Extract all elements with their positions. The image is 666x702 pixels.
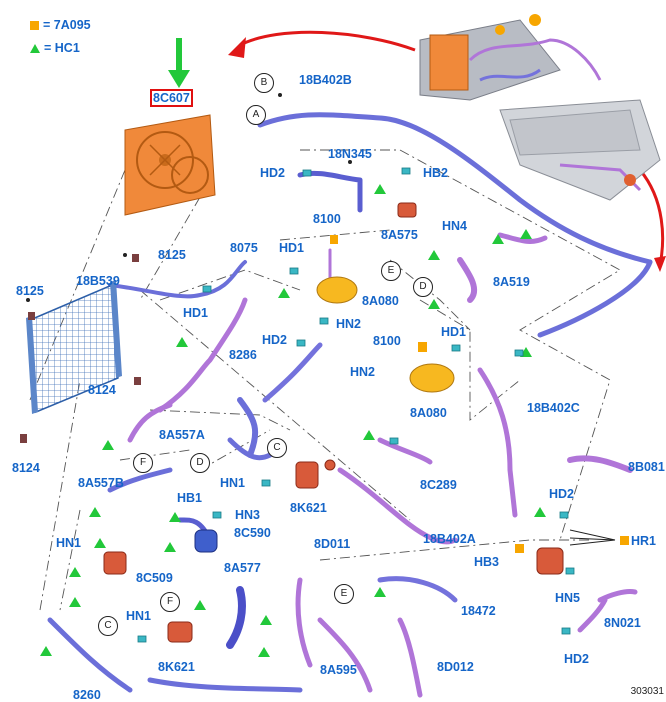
red-arrowhead-right [654, 256, 666, 272]
part-label: 8K621 [290, 501, 327, 515]
part-label: HB2 [423, 166, 449, 180]
part-label: HB1 [177, 491, 203, 505]
page-number: 303031 [630, 686, 664, 697]
part-label: HD1 [441, 325, 467, 339]
legend-hc1: = HC1 [30, 41, 80, 55]
part-label: 8A557B [78, 476, 124, 490]
callout-circle: D [190, 453, 210, 473]
part-label: 8075 [230, 241, 258, 255]
part-label: 8A577 [224, 561, 261, 575]
radiator-18B539 [20, 254, 141, 443]
coolant-reservoir-8A080-lower [409, 342, 455, 393]
callout-circle: F [160, 592, 180, 612]
part-label: 8A575 [381, 228, 418, 242]
coolant-tubes [47, 112, 653, 698]
part-label: HN1 [126, 609, 152, 623]
green-triangle-icon [30, 43, 40, 53]
part-label: HR1 [631, 534, 657, 548]
part-label: HD2 [260, 166, 286, 180]
callout-circle: A [246, 105, 266, 125]
part-label: 8A595 [320, 663, 357, 677]
part-label: 8N021 [604, 616, 641, 630]
callout-circle: E [334, 584, 354, 604]
leader-dots [26, 93, 352, 302]
part-label: 18B402C [527, 401, 580, 415]
orange-square-icon [30, 20, 39, 30]
part-label: 18472 [461, 604, 496, 618]
red-arrowhead-left [228, 37, 246, 58]
part-label: HN2 [336, 317, 362, 331]
legend-square-label: = 7A095 [43, 18, 91, 32]
part-label: 8125 [158, 248, 186, 262]
callout-circle: F [133, 453, 153, 473]
pump-right [536, 547, 564, 575]
part-label: HD2 [549, 487, 575, 501]
part-label: HN5 [555, 591, 581, 605]
pump-8K621-upper [295, 459, 336, 489]
green-arrow [168, 38, 190, 88]
pump-8C509 [103, 551, 127, 575]
part-label: 18N345 [328, 147, 372, 161]
part-label: 8260 [73, 688, 101, 702]
part-label: HD1 [183, 306, 209, 320]
7a095-square-markers [515, 536, 629, 553]
part-label: 18B539 [76, 274, 120, 288]
part-label: 8124 [88, 383, 116, 397]
part-label: 8B081 [628, 460, 665, 474]
part-label: 8A557A [159, 428, 205, 442]
callout-circle: D [413, 277, 433, 297]
clamps [137, 167, 575, 643]
fan-shroud-8C607 [124, 114, 216, 216]
coolant-reservoir-8A080-upper [316, 235, 358, 304]
part-label: 18B402A [423, 532, 476, 546]
part-label: HB3 [474, 555, 500, 569]
part-label: 8C590 [234, 526, 271, 540]
part-label: HN1 [220, 476, 246, 490]
part-label: HN2 [350, 365, 376, 379]
pump-8K621-lower [167, 621, 193, 643]
part-label: HD2 [564, 652, 590, 666]
part-label: 8100 [313, 212, 341, 226]
hc1-triangle-markers [40, 184, 546, 657]
part-label: 8125 [16, 284, 44, 298]
callout-circle: C [267, 438, 287, 458]
callout-circle: B [254, 73, 274, 93]
red-callout-arrows [239, 30, 665, 266]
part-label: 18B402B [299, 73, 352, 87]
part-label: 8D011 [314, 537, 351, 551]
hr1-leaders [569, 529, 616, 546]
part-label: 8C509 [136, 571, 173, 585]
callout-circle: E [381, 261, 401, 281]
pump-8C590 [194, 529, 218, 553]
part-label: 8286 [229, 348, 257, 362]
legend-7a095: = 7A095 [30, 18, 91, 32]
part-label: HD2 [262, 333, 288, 347]
part-label: 8D012 [437, 660, 474, 674]
part-label: 8100 [373, 334, 401, 348]
engine-bay-inset [419, 14, 661, 201]
part-label: HD1 [279, 241, 305, 255]
legend-triangle-label: = HC1 [44, 41, 80, 55]
part-label-highlighted: 8C607 [150, 89, 193, 107]
part-label: 8K621 [158, 660, 195, 674]
part-label: 8A080 [410, 406, 447, 420]
part-label: 8A080 [362, 294, 399, 308]
part-label: HN1 [56, 536, 82, 550]
part-label: HN3 [235, 508, 261, 522]
part-label: 8124 [12, 461, 40, 475]
part-label: 8C289 [420, 478, 457, 492]
part-label: 8A519 [493, 275, 530, 289]
callout-circle: C [98, 616, 118, 636]
valve-8A575 [397, 202, 417, 218]
part-label: HN4 [442, 219, 468, 233]
